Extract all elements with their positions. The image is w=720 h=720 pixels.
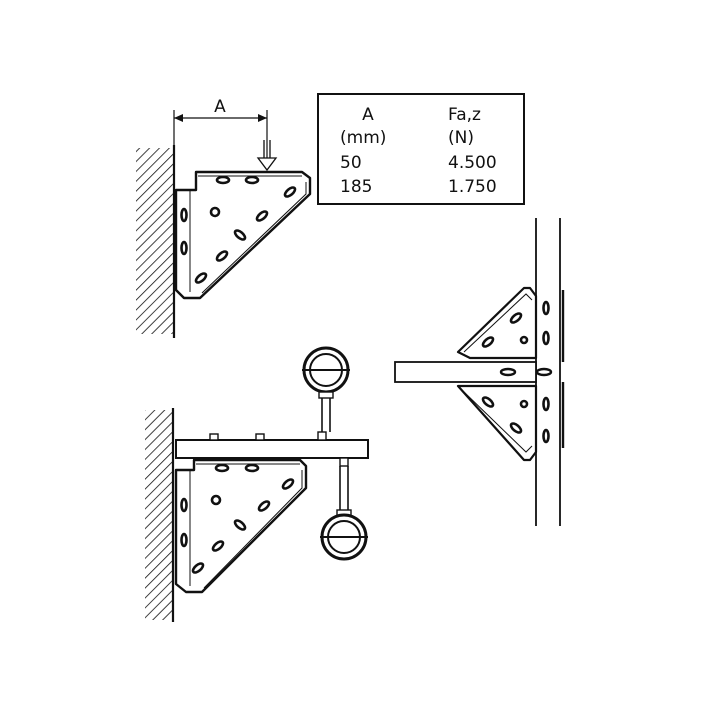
bracket-top <box>174 170 312 300</box>
vertical-column <box>535 218 565 526</box>
load-table: A Fa,z (mm) (N) 50 4.500 185 1.750 <box>317 93 525 205</box>
table-unit-fa: (N) <box>448 128 474 148</box>
bracket-right-upper <box>456 286 550 360</box>
table-header-a: A <box>362 105 374 125</box>
bracket-bottom <box>174 458 308 594</box>
top-left-detail: A <box>136 97 312 338</box>
wall-bottom <box>145 408 175 622</box>
pipe-clamp-lower <box>320 466 368 561</box>
dimension-a: A <box>173 97 268 160</box>
bottom-left-detail <box>145 346 369 622</box>
load-arrow <box>256 140 278 172</box>
bracket-right-lower <box>456 384 550 462</box>
table-cell-r0-a: 50 <box>340 153 362 173</box>
table-header-fa: Fa,z <box>448 105 481 125</box>
table-cell-r1-a: 185 <box>340 177 372 197</box>
support-channel <box>175 431 369 467</box>
right-detail <box>394 218 565 526</box>
table-cell-r1-fa: 1.750 <box>448 177 497 197</box>
dimension-a-label: A <box>214 97 226 117</box>
horizontal-beam <box>394 361 553 383</box>
wall-top <box>136 145 176 338</box>
table-unit-a: (mm) <box>340 128 386 148</box>
table-cell-r0-fa: 4.500 <box>448 153 497 173</box>
pipe-clamp-upper <box>302 346 350 432</box>
